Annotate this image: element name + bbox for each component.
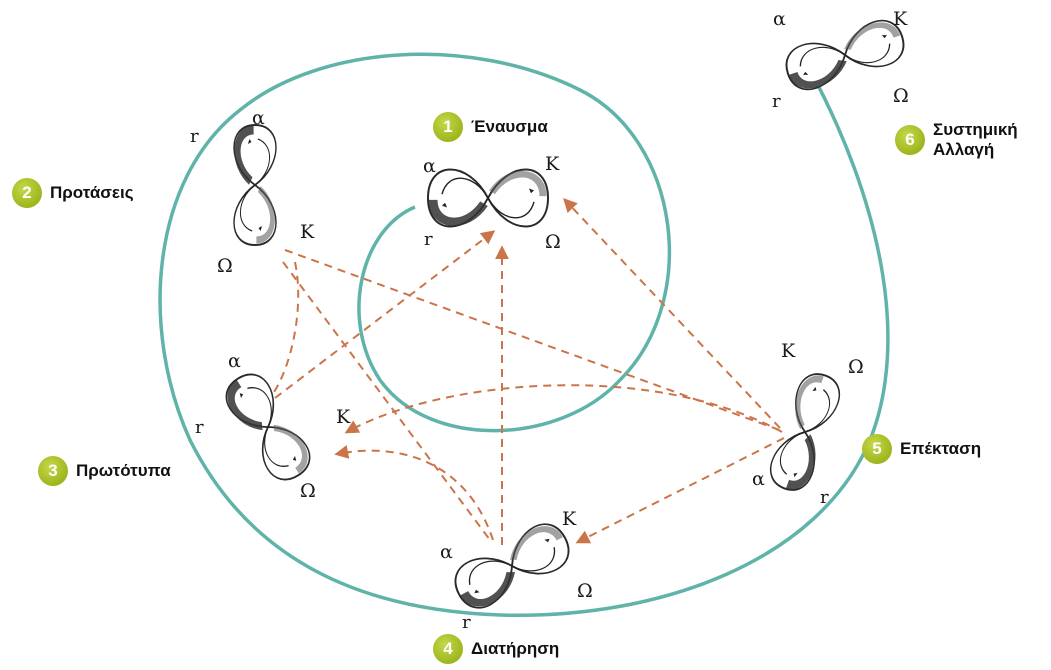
stage-6-name-line1: Συστημική [933,120,1018,139]
loop-3-kappa: K [336,406,351,428]
loop-1-r: r [424,229,433,250]
stage-6-name-line2: Αλλαγή [933,140,995,159]
stage-4-label: 4 Διατήρηση [433,634,559,664]
stage-4-name: Διατήρηση [471,639,560,658]
stage-3-name: Πρωτότυπα [76,461,171,480]
arrow-2-to-5 [284,249,786,433]
arrow-3-to-1 [274,230,496,399]
loop-4-alpha: α [440,541,453,563]
spiral-cycle-path [158,52,890,618]
arrow-5-to-3 [344,384,783,434]
loop-4-r: r [462,612,471,633]
loop-3-alpha: α [228,350,241,372]
stage-6-label: 6 Συστημική Αλλαγή [895,120,1033,160]
loop-2-kappa: K [300,221,315,243]
loop-1-omega: Ω [545,231,561,253]
stage-5-label: 5 Επέκταση [862,434,981,464]
stage-5-name: Επέκταση [900,439,982,458]
loop-1-kappa: K [545,153,560,175]
loop-3-r: r [195,417,204,438]
stage-6-badge: 6 [895,125,925,155]
loop-5-omega: Ω [848,356,864,378]
arrow-4-to-3 [334,445,494,541]
adaptive-loop-1: α K Ω r [423,153,561,253]
stage-5-badge: 5 [862,434,892,464]
arrow-5-to-1 [563,197,781,429]
arrow-group [271,197,786,545]
adaptive-loop-2: r α K Ω [190,107,315,277]
loop-6-r: r [772,91,781,112]
arrow-5-to-4 [575,437,785,544]
loop-5-r: r [820,487,829,508]
stage-2-name: Προτάσεις [50,183,134,202]
loop-6-alpha: α [773,8,786,30]
stage-4-badge: 4 [433,634,463,664]
stage-2-badge: 2 [12,178,42,208]
stage-3-badge: 3 [38,456,68,486]
adaptive-loop-4: α K Ω r [440,508,593,633]
loop-2-alpha: α [252,107,265,129]
stage-1-label: 1 Έναυσμα [433,112,548,142]
stage-3-label: 3 Πρωτότυπα [38,456,171,486]
stage-1-badge: 1 [433,112,463,142]
adaptive-loop-5: K Ω α r [752,340,864,508]
loop-1-alpha: α [423,155,436,177]
loop-5-alpha: α [752,468,765,490]
loop-6-omega: Ω [893,85,909,107]
adaptive-loop-3: α r K Ω [195,350,351,502]
stage-1-name: Έναυσμα [471,117,548,136]
loop-4-omega: Ω [577,580,593,602]
loop-5-kappa: K [781,340,796,362]
stage-6-name: Συστημική Αλλαγή [933,120,1033,160]
loop-2-omega: Ω [217,255,233,277]
loop-2-r: r [190,126,199,147]
loop-3-omega: Ω [300,480,316,502]
stage-2-label: 2 Προτάσεις [12,178,134,208]
loop-6-kappa: K [893,8,908,30]
adaptive-loop-6: α K Ω r [772,8,909,112]
arrow-2-to-3 [271,261,300,396]
loop-4-kappa: K [562,508,577,530]
arrow-2-to-4 [282,261,491,541]
